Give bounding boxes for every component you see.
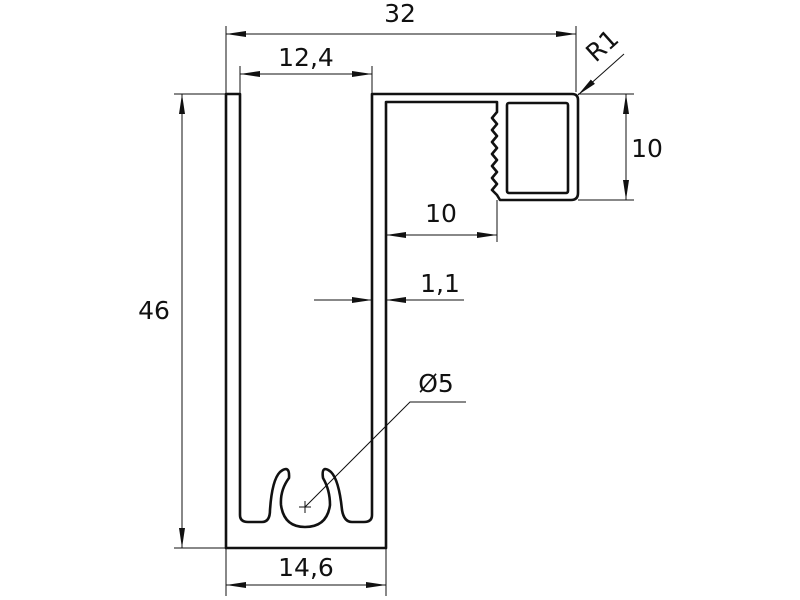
dim-text-10-right: 10 <box>631 134 663 163</box>
extension-lines <box>174 26 634 596</box>
profile-outline <box>224 92 580 550</box>
dim-text-46: 46 <box>138 296 170 325</box>
dim-text-32: 32 <box>384 0 416 28</box>
profile-hollow-chamber <box>505 101 570 195</box>
dimension-lines <box>179 31 629 588</box>
dim-text-12-4: 12,4 <box>278 43 334 72</box>
dim-text-14-6: 14,6 <box>278 553 334 582</box>
dim-text-10-mid: 10 <box>425 199 457 228</box>
leader-r1 <box>577 53 625 96</box>
leader-hole <box>304 401 466 508</box>
dim-text-1-1: 1,1 <box>420 269 460 298</box>
dim-text-r1: R1 <box>580 24 624 68</box>
dim-text-hole: Ø5 <box>418 369 454 398</box>
